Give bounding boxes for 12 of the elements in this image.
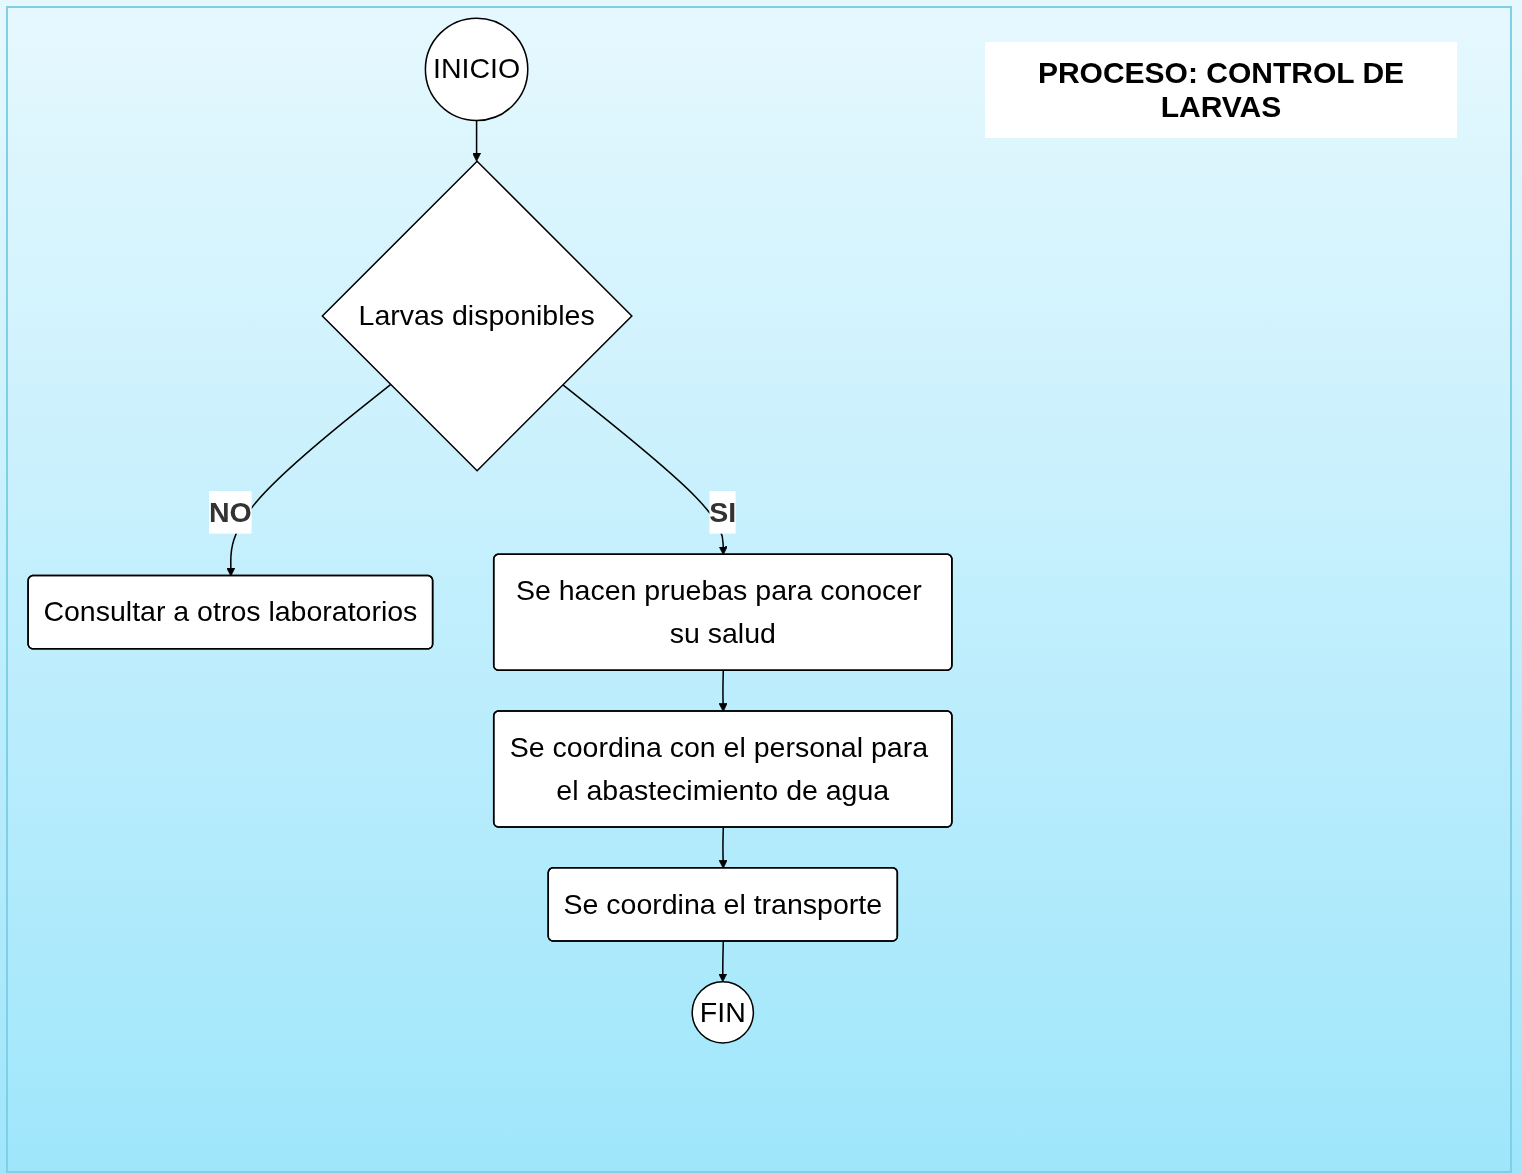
- node-diamond: Larvas disponibles: [321, 160, 633, 472]
- arrow: [561, 383, 728, 556]
- arrow: [226, 383, 392, 577]
- node-circle: INICIO: [424, 17, 529, 122]
- edge-label: NO: [209, 496, 252, 528]
- node-circle: FIN: [691, 981, 755, 1044]
- arrow: [472, 119, 482, 162]
- arrow: [718, 669, 728, 712]
- edge-label: SI: [709, 496, 737, 528]
- arrow: [718, 826, 728, 869]
- arrow: [718, 940, 728, 983]
- diagram-title: PROCESO: CONTROL DE LARVAS: [985, 42, 1457, 138]
